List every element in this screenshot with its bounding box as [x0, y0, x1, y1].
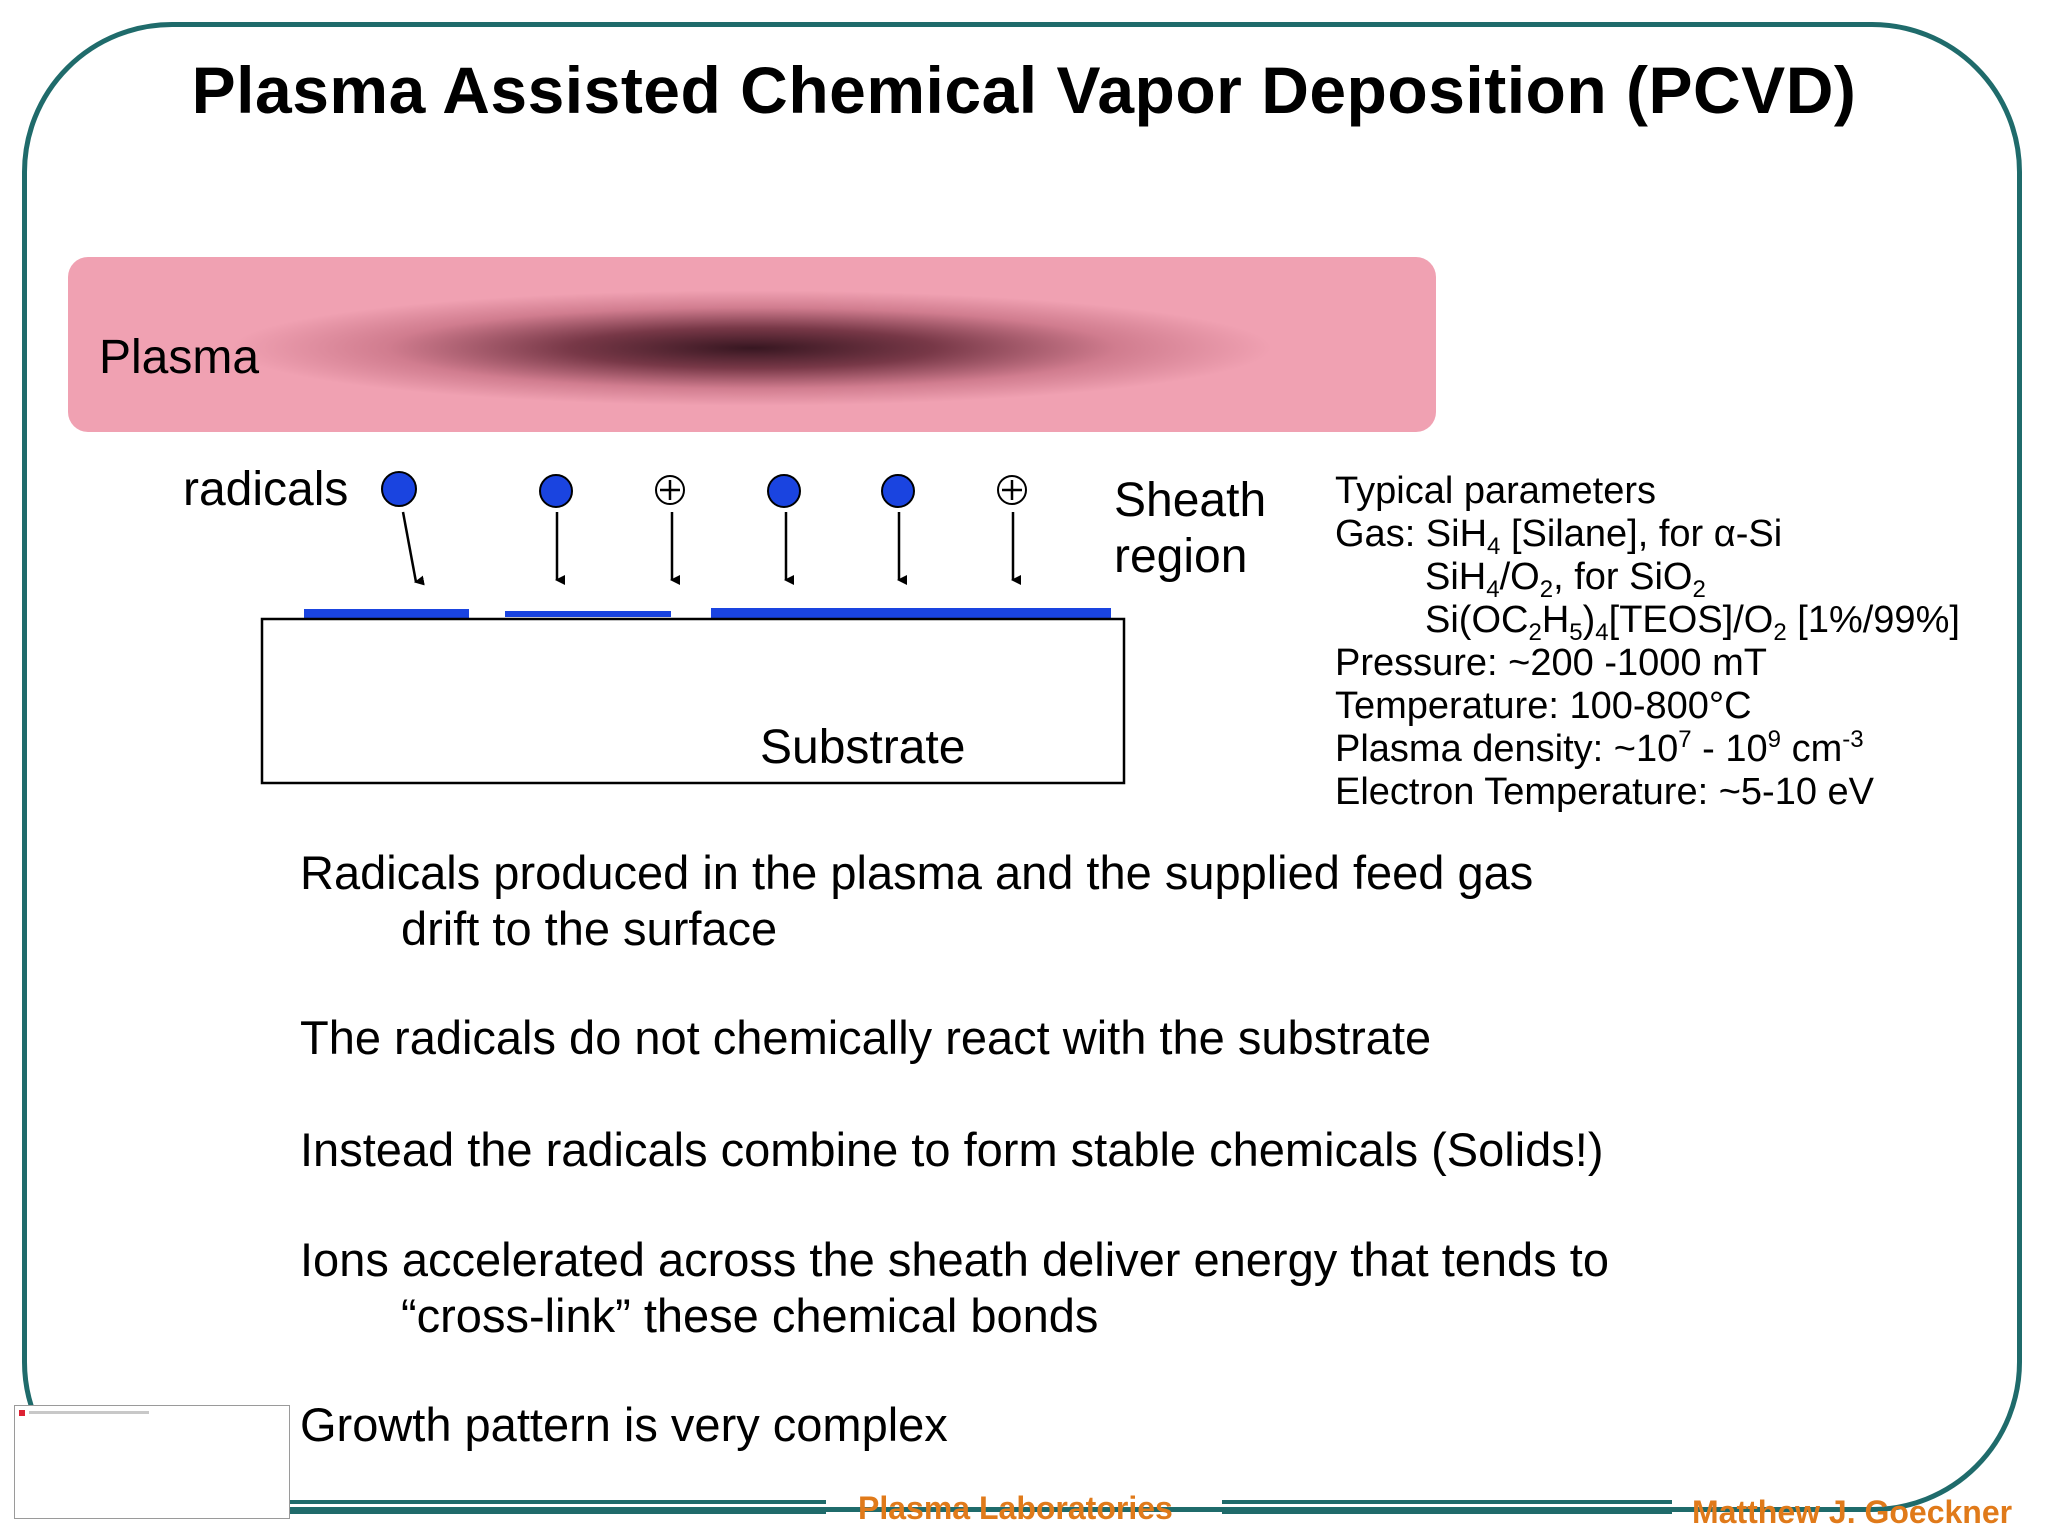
bullet-5: Growth pattern is very complex [300, 1398, 948, 1451]
radical-3 [767, 474, 801, 508]
footer-lab: Plasma Laboratories [858, 1490, 1173, 1526]
bullet-4: Ions accelerated across the sheath deliv… [300, 1233, 1609, 1342]
arrow-1 [401, 511, 425, 586]
sheath-label-line2: region [1114, 530, 1248, 583]
plasma-label: Plasma [99, 331, 260, 384]
radical-4 [881, 474, 915, 508]
film-segment-1 [304, 609, 469, 619]
footer-rule-right-b [1222, 1510, 1672, 1514]
params-density: Plasma density: ~107 - 109 cm-3 [1335, 726, 1864, 771]
ion-2 [997, 475, 1027, 505]
bullet-2: The radicals do not chemically react wit… [300, 1011, 1432, 1064]
bullet-1: Radicals produced in the plasma and the … [300, 846, 1534, 955]
params-electron-temperature: Electron Temperature: ~5-10 eV [1335, 771, 1874, 813]
plasma-region [68, 257, 1436, 432]
radical-2 [539, 474, 573, 508]
params-gas-line3: Si(OC2H5)4[TEOS]/O2 [1%/99%] [1425, 599, 1960, 646]
typical-parameters: Typical parameters Gas: SiH4 [Silane], f… [1335, 470, 1960, 814]
footer-author: Matthew J. Goeckner [1692, 1494, 2013, 1530]
thumbnail-caption-bar [29, 1411, 149, 1414]
ion-1 [655, 475, 685, 505]
film-segment-2 [505, 611, 671, 617]
slide-frame [22, 22, 2022, 1512]
footer-rule-right-a [1222, 1500, 1672, 1504]
substrate-label: Substrate [760, 721, 966, 774]
radicals-label: radicals [183, 463, 349, 516]
footer-rule-left-a [290, 1500, 826, 1504]
slide-thumbnail [14, 1405, 290, 1519]
thumbnail-marker [19, 1410, 25, 1416]
params-pressure: Pressure: ~200 -1000 mT [1335, 642, 1767, 684]
arrows [401, 511, 1021, 586]
params-temperature: Temperature: 100-800°C [1335, 685, 1752, 727]
sheath-label-line1: Sheath [1114, 474, 1267, 527]
params-gas-line2: SiH4/O2, for SiO2 [1425, 556, 1706, 603]
film-segment-3 [711, 608, 1111, 619]
bullet-3: Instead the radicals combine to form sta… [300, 1123, 1604, 1176]
slide-title: Plasma Assisted Chemical Vapor Depositio… [191, 53, 1857, 127]
radical-1 [381, 471, 417, 507]
params-heading: Typical parameters [1335, 470, 1657, 512]
footer-rule-left-b [290, 1510, 826, 1514]
params-gas-line1: Gas: SiH4 [Silane], for α-Si [1335, 513, 1783, 560]
substrate [260, 617, 1126, 785]
